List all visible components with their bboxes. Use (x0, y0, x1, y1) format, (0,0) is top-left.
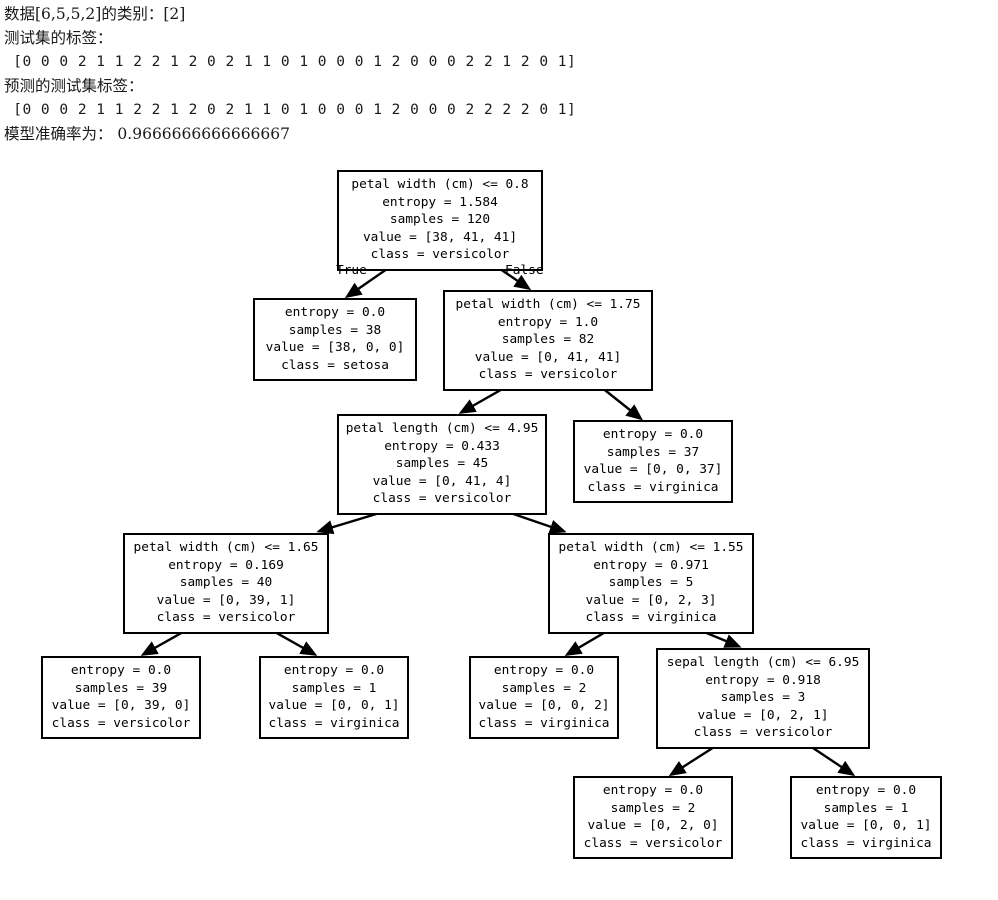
tree-node-text-line: sepal length (cm) <= 6.95 (666, 655, 860, 670)
edge-label-true: True (336, 263, 367, 278)
tree-node-versicolor-39-leaf: entropy = 0.0 samples = 39 value = [0, 39,… (41, 656, 201, 740)
tree-node-text-line: value = [0, 2, 1] (697, 707, 829, 723)
tree-node-text-line: class = virginica (585, 610, 717, 626)
console-line-predicted-class: 数据[6,5,5,2]的类别：[2] (4, 5, 186, 23)
tree-node-text-line: value = [0, 41, 41] (474, 349, 622, 365)
tree-node-virginica-37-leaf: entropy = 0.0 samples = 37 value = [0, 0, … (573, 420, 733, 504)
console-line-predicted-labels-title: 预测的测试集标签： (4, 77, 144, 95)
tree-node-text-line: class = versicolor (370, 247, 510, 263)
tree-node-text-line: value = [0, 0, 1] (800, 818, 932, 834)
tree-node-text-line: entropy = 1.0 (497, 314, 599, 330)
tree-node-text-line: value = [0, 39, 1] (156, 592, 296, 608)
tree-node-text-line: class = virginica (268, 715, 400, 731)
tree-node-text-line: class = virginica (587, 479, 719, 495)
tree-node-text-line: petal length (cm) <= 4.95 (345, 421, 539, 436)
tree-node-text-line: class = versicolor (583, 835, 723, 851)
tree-node-petal-width-155: petal width (cm) <= 1.55 entropy = 0.971 s… (548, 533, 754, 634)
tree-node-text-line: entropy = 0.0 (602, 783, 704, 798)
tree-node-virginica-1-leaf-b: entropy = 0.0 samples = 1 value = [0, 0, 1… (790, 776, 942, 860)
tree-node-text-line: value = [0, 39, 0] (51, 698, 191, 714)
tree-node-text-line: entropy = 0.0 (602, 427, 704, 442)
tree-node-text-line: samples = 82 (501, 332, 595, 348)
tree-node-text-line: class = versicolor (51, 715, 191, 731)
tree-node-text-line: samples = 2 (501, 680, 587, 696)
tree-node-text-line: class = setosa (281, 357, 389, 373)
tree-node-petal-width-175: petal width (cm) <= 1.75 entropy = 1.0 sam… (443, 290, 653, 391)
tree-node-virginica-2-leaf: entropy = 0.0 samples = 2 value = [0, 0, 2… (469, 656, 619, 740)
console-line-predicted-labels-values: [0 0 0 2 1 1 2 2 1 2 0 2 1 1 0 1 0 0 0 1… (4, 102, 577, 118)
tree-node-text-line: entropy = 1.584 (382, 194, 498, 210)
tree-node-text-line: class = versicolor (693, 725, 833, 741)
tree-node-text-line: petal width (cm) <= 1.55 (558, 540, 744, 555)
tree-node-petal-width-165: petal width (cm) <= 1.65 entropy = 0.169 s… (123, 533, 329, 634)
tree-node-text-line: entropy = 0.918 (705, 672, 821, 688)
tree-node-text-line: class = versicolor (372, 491, 512, 507)
tree-node-text-line: samples = 1 (823, 800, 909, 816)
tree-node-text-line: class = virginica (800, 835, 932, 851)
console-output: 数据[6,5,5,2]的类别：[2] 测试集的标签： [0 0 0 2 1 1 … (4, 2, 984, 146)
tree-node-sepal-length-695: sepal length (cm) <= 6.95 entropy = 0.918… (656, 648, 870, 749)
tree-node-text-line: entropy = 0.971 (593, 557, 709, 573)
tree-node-petal-length-495: petal length (cm) <= 4.95 entropy = 0.433… (337, 414, 547, 515)
tree-node-text-line: value = [0, 2, 0] (587, 818, 719, 834)
tree-node-text-line: entropy = 0.433 (384, 438, 500, 454)
tree-node-text-line: value = [38, 0, 0] (265, 340, 405, 356)
tree-node-text-line: entropy = 0.0 (70, 663, 172, 678)
tree-node-text-line: value = [0, 2, 3] (585, 592, 717, 608)
tree-node-text-line: samples = 5 (608, 575, 694, 591)
console-line-test-labels-title: 测试集的标签： (4, 29, 113, 47)
tree-node-text-line: class = versicolor (478, 367, 618, 383)
edge-label-false: False (505, 263, 544, 278)
tree-node-text-line: samples = 2 (610, 800, 696, 816)
tree-node-text-line: class = virginica (478, 715, 610, 731)
tree-node-text-line: entropy = 0.0 (284, 305, 386, 320)
tree-node-text-line: class = versicolor (156, 610, 296, 626)
tree-node-text-line: value = [0, 0, 37] (583, 462, 723, 478)
console-line-accuracy: 模型准确率为： 0.9666666666666667 (4, 125, 291, 143)
tree-node-text-line: samples = 37 (606, 444, 700, 460)
tree-node-text-line: entropy = 0.0 (493, 663, 595, 678)
tree-node-text-line: value = [0, 0, 1] (268, 698, 400, 714)
tree-node-text-line: value = [0, 0, 2] (478, 698, 610, 714)
console-line-test-labels-values: [0 0 0 2 1 1 2 2 1 2 0 2 1 1 0 1 0 0 0 1… (4, 54, 577, 70)
tree-node-text-line: samples = 38 (288, 322, 382, 338)
tree-node-text-line: samples = 45 (395, 456, 489, 472)
tree-node-text-line: samples = 40 (179, 575, 273, 591)
tree-node-text-line: samples = 1 (291, 680, 377, 696)
tree-node-text-line: petal width (cm) <= 1.65 (133, 540, 319, 555)
tree-node-text-line: samples = 39 (74, 680, 168, 696)
tree-node-virginica-1-leaf-a: entropy = 0.0 samples = 1 value = [0, 0, 1… (259, 656, 409, 740)
tree-node-text-line: samples = 3 (720, 690, 806, 706)
tree-node-text-line: petal width (cm) <= 0.8 (351, 177, 529, 192)
tree-node-versicolor-2-leaf: entropy = 0.0 samples = 2 value = [0, 2, 0… (573, 776, 733, 860)
tree-node-text-line: value = [38, 41, 41] (362, 229, 518, 245)
tree-node-text-line: entropy = 0.0 (283, 663, 385, 678)
tree-node-text-line: value = [0, 41, 4] (372, 473, 512, 489)
tree-node-root: petal width (cm) <= 0.8 entropy = 1.584 sa… (337, 170, 543, 271)
decision-tree-figure: True False petal width (cm) <= 0.8 entrop… (0, 150, 998, 900)
tree-node-text-line: samples = 120 (389, 212, 491, 228)
tree-node-text-line: entropy = 0.169 (168, 557, 284, 573)
tree-node-text-line: petal width (cm) <= 1.75 (455, 297, 641, 312)
tree-node-setosa-leaf: entropy = 0.0 samples = 38 value = [38, 0,… (253, 298, 417, 382)
tree-node-text-line: entropy = 0.0 (815, 783, 917, 798)
